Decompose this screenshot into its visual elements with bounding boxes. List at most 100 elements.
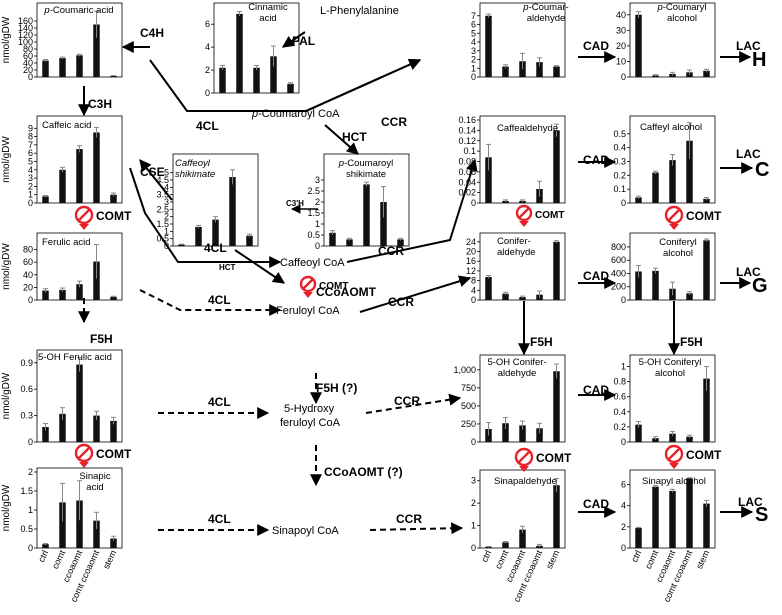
y-tick-label: 0.3: [613, 157, 626, 167]
bar: [553, 241, 560, 300]
y-tick-label: 5: [471, 28, 476, 38]
sinapoyl-coa-label: Sinapoyl CoA: [272, 525, 339, 537]
y-tick-label: 1: [315, 219, 320, 229]
ccr-label-3: CCR: [388, 295, 414, 309]
y-tick-label: 140: [18, 23, 33, 33]
bar: [686, 140, 693, 203]
y-tick-label: 0.4: [613, 407, 626, 417]
fourcl-label-1: 4CL: [196, 119, 219, 133]
chart-title: p-Coumar-: [522, 2, 568, 13]
pal-label: PAL: [292, 34, 315, 48]
y-tick-label: 0.4: [613, 143, 626, 153]
y-tick-label: 1.5: [20, 486, 33, 496]
bar: [363, 184, 370, 246]
y-tick-label: 600: [611, 255, 626, 265]
bar: [669, 490, 676, 548]
chart-title: alcohol: [655, 368, 685, 379]
y-tick-label: 0: [621, 437, 626, 447]
bar: [485, 546, 492, 548]
bar: [253, 67, 260, 93]
bar: [110, 75, 117, 77]
y-tick-label: 6: [205, 19, 210, 29]
hct-small-label: HCT: [219, 263, 236, 272]
bar: [219, 67, 226, 93]
chart-title: acid: [86, 482, 103, 493]
y-tick-label: 2.5: [307, 186, 320, 196]
c4h-label: C4H: [140, 26, 164, 40]
comt-label: COMT: [319, 281, 348, 292]
y-tick-label: 160: [18, 16, 33, 26]
pal-arrow: [282, 31, 306, 48]
y-tick-label: 0: [621, 72, 626, 82]
comt-knockout: COMT: [664, 444, 722, 469]
y-tick-label: 8: [28, 132, 33, 142]
bar: [110, 194, 117, 203]
bar: [536, 62, 543, 77]
chart-title: p-Coumaryl: [656, 2, 706, 13]
lignin-unit-g: G: [752, 275, 768, 297]
y-tick-label: 20: [616, 41, 626, 51]
down-arrow-icon: [79, 462, 89, 468]
lac-label-2: LAC: [736, 265, 761, 279]
bar: [110, 538, 117, 548]
y-tick-label: 100: [18, 37, 33, 47]
fourcl-label-2: 4CL: [204, 241, 227, 255]
comt-knockout: COMT: [664, 205, 722, 230]
cse-label: CSE: [140, 165, 165, 179]
x-category-label: comt: [643, 548, 661, 570]
y-tick-label: 1: [621, 362, 626, 372]
no-symbol-icon: [664, 205, 684, 225]
bar: [42, 196, 49, 203]
y-axis-label: nmol/gDW: [1, 243, 12, 290]
down-arrow-icon: [303, 292, 313, 298]
y-tick-label: 0: [315, 241, 320, 251]
chart-title: 5-OH Ferulic acid: [38, 352, 112, 363]
ccoaomt-label: CCoAOMT: [316, 285, 377, 299]
comt-knockout: COMT: [514, 447, 572, 472]
y-tick-label: 500: [461, 401, 476, 411]
y-tick-label: 2: [471, 55, 476, 65]
x-category-label: comt: [493, 548, 511, 570]
y-tick-label: 0.5: [20, 524, 33, 534]
y-tick-label: 3: [471, 476, 476, 486]
y-tick-label: 0.5: [307, 230, 320, 240]
y-tick-label: 1: [164, 226, 169, 236]
chart-title: aldehyde: [527, 13, 566, 24]
y-axis-label: nmol/gDW: [1, 136, 12, 183]
cse-arrow: [139, 159, 173, 201]
bar: [270, 56, 277, 93]
chart-title: Cinnamic: [248, 2, 288, 13]
y-tick-label: 1: [28, 190, 33, 200]
bar: [669, 433, 676, 442]
x-category-label: ctrl: [479, 549, 493, 564]
bar: [686, 436, 693, 442]
no-symbol-slash: [77, 208, 91, 222]
bar: [76, 500, 83, 548]
y-tick-label: 2: [205, 65, 210, 75]
chart-title: aldehyde: [498, 368, 537, 379]
bar: [502, 423, 509, 442]
y-tick-label: 0.3: [20, 411, 33, 421]
ccr-label-2: CCR: [378, 244, 404, 258]
bar: [519, 425, 526, 442]
x-category-label: ctrl: [629, 549, 643, 564]
c3h-small-label: C3'H: [286, 199, 304, 208]
y-axis-label: nmol/gDW: [1, 372, 12, 419]
down-arrow-icon: [669, 224, 679, 230]
bar: [76, 149, 83, 203]
x-category-label: stem: [101, 549, 118, 571]
y-tick-label: 80: [23, 245, 33, 255]
y-axis-label: nmol/gDW: [1, 16, 12, 63]
chart-title: 5-OH Conifer-: [487, 357, 546, 368]
p-coumaroyl-coa-label: p-Coumaroyl CoA: [251, 108, 340, 120]
bar: [59, 289, 66, 300]
down-arrow-icon: [669, 463, 679, 469]
chart-title: Caffealdehyde: [497, 123, 558, 134]
y-tick-label: 0.6: [20, 384, 33, 394]
y-tick-label: 60: [23, 51, 33, 61]
y-tick-label: 250: [461, 419, 476, 429]
no-symbol-slash: [518, 207, 530, 219]
